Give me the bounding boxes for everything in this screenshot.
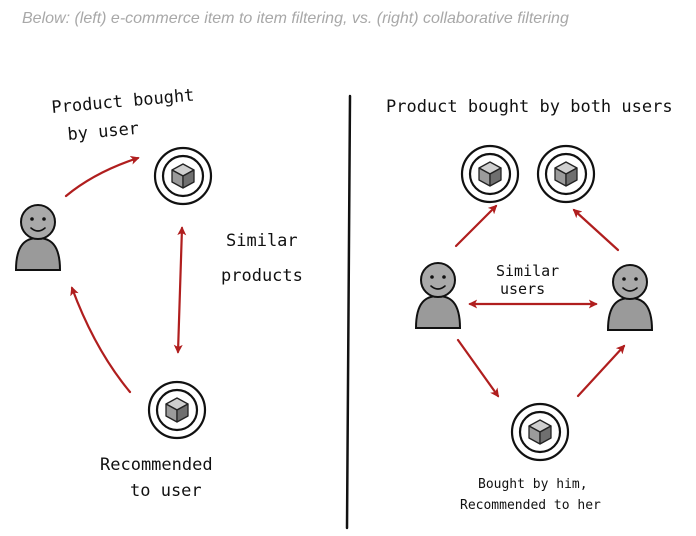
product-box-icon [462,146,518,202]
product-box-icon [155,148,211,204]
bought-by-him-label-line1: Bought by him, [478,477,588,492]
product-box-icon [512,404,568,460]
arrow-user1-to-recommended-product [456,338,500,398]
similar-users-label-line1: Similar [496,262,559,280]
arrow-user2-to-products [572,208,620,252]
product-box-icon [538,146,594,202]
left-product-bought-label-line1: Product bought [51,86,195,118]
recommended-label-line2: to user [130,481,202,501]
bought-by-him-label-line2: Recommended to her [460,498,601,513]
arrow-product-to-user2 [576,344,626,398]
left-product-bought-label-line2: by user [67,119,140,145]
arrow-recommended-to-user [70,286,132,394]
recommended-label-line1: Recommended [100,455,213,475]
left-panel: Product bought by user Similar products … [15,86,303,501]
similar-products-label-line1: Similar [226,231,298,251]
arrow-user-to-product [64,155,140,198]
similar-products-label-line2: products [221,266,303,286]
right-panel: Product bought by both users Similar use… [386,97,673,513]
arrow-user1-to-products [454,204,498,248]
product-box-icon [149,382,205,438]
user-icon [415,262,461,329]
panel-divider [345,94,352,530]
user-icon [607,264,653,331]
product-bought-both-label: Product bought by both users [386,97,673,117]
figure-caption: Below: (left) e-commerce item to item fi… [22,10,569,27]
arrow-similar-products [173,226,187,354]
user-icon [15,204,61,271]
similar-users-label-line2: users [500,280,545,298]
